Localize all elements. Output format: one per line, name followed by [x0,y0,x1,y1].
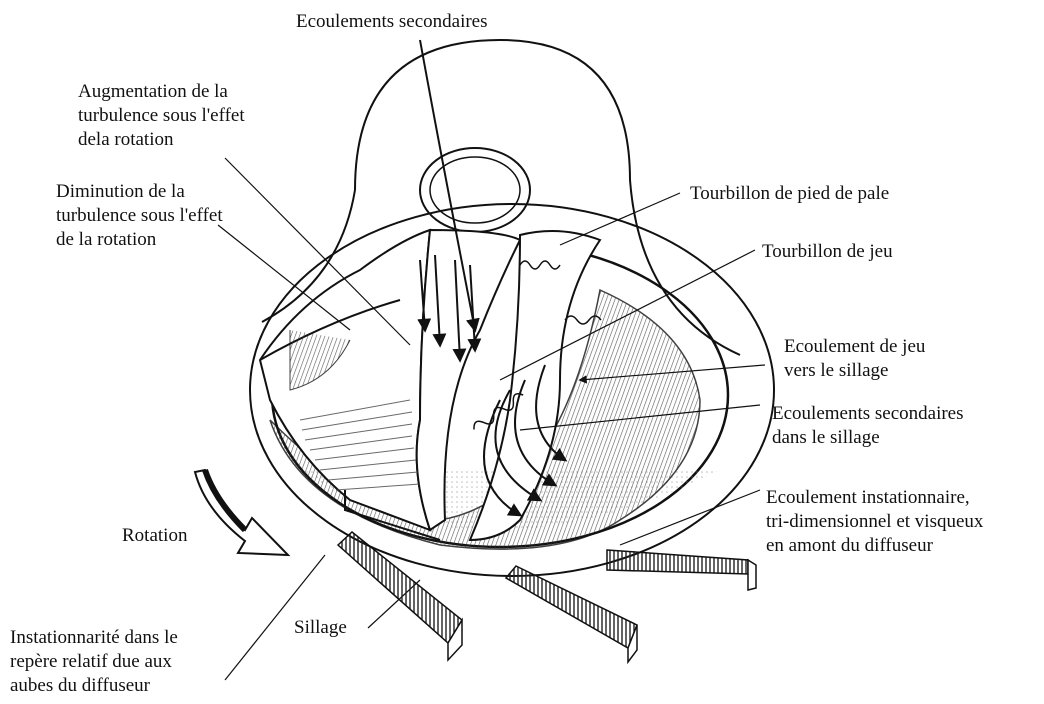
label-unsteady-upstream-flow: Ecoulement instationnaire, tri-dimension… [766,486,983,558]
rotation-arrow [195,470,288,555]
label-relative-unsteadiness: Instationnarité dans le repère relatif d… [10,626,178,698]
label-secondary-flows: Ecoulements secondaires [296,10,488,34]
label-tip-vortex: Tourbillon de jeu [762,240,893,264]
label-wake: Sillage [294,616,347,640]
label-hub-vortex: Tourbillon de pied de pale [690,182,889,206]
label-wake-secondary-flows: Ecoulements secondaires dans le sillage [772,402,964,450]
diffuser-vanes [338,532,756,662]
label-turbulence-decrease: Diminution de la turbulence sous l'effet… [56,180,223,252]
label-rotation: Rotation [122,524,187,548]
label-turbulence-increase: Augmentation de la turbulence sous l'eff… [78,80,245,152]
label-tip-leakage-flow: Ecoulement de jeu vers le sillage [784,335,925,383]
